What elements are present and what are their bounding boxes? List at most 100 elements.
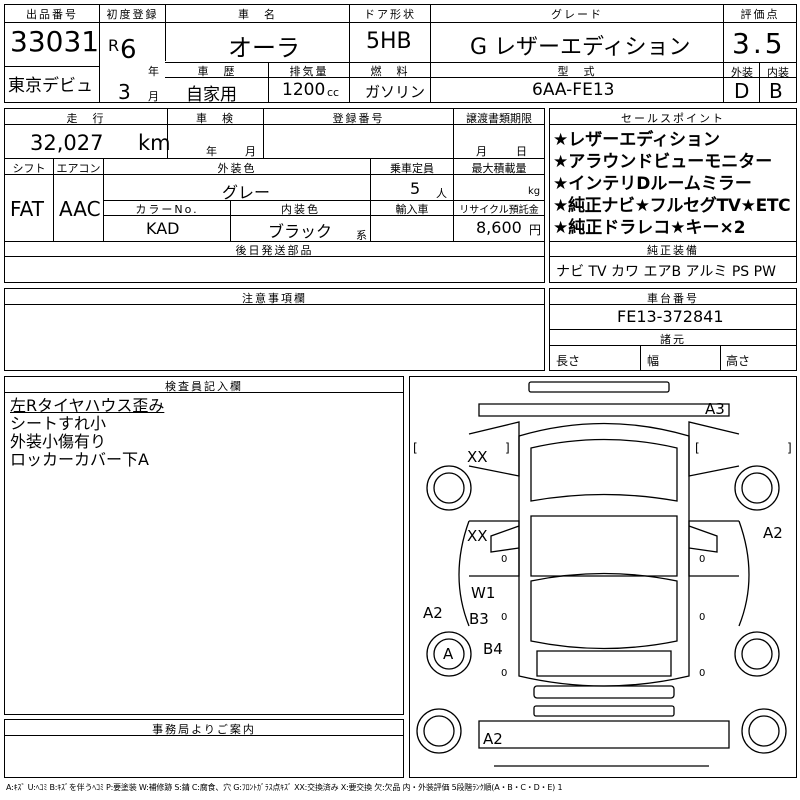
inspector-title: 検査員記入欄 bbox=[165, 380, 243, 393]
damage-mark: B4 bbox=[483, 640, 503, 658]
ext-label: 外装 bbox=[731, 66, 753, 79]
colorno-label: カラーNo. bbox=[135, 203, 199, 216]
lot-label: 出品番号 bbox=[26, 8, 78, 21]
capacity-unit: 人 bbox=[436, 187, 447, 200]
capacity: 5 bbox=[410, 179, 421, 198]
zero-mark: 0 bbox=[699, 612, 705, 623]
recycle-label: リサイクル預託金 bbox=[459, 205, 539, 216]
sales-point: ★純正ナビ★フルセグTV★ETC bbox=[553, 196, 791, 216]
displacement: 1200 bbox=[282, 80, 326, 100]
door-label: ドア形状 bbox=[364, 8, 416, 21]
int-grade: B bbox=[769, 79, 783, 103]
car-diagram: A3 XX XX A2 W1 B3 A2 A B4 A2 0 0 0 0 0 0… bbox=[413, 381, 792, 767]
inspector-remark: シートすれ小 bbox=[10, 414, 107, 433]
shift: FAT bbox=[10, 197, 45, 221]
load-label: 最大積載量 bbox=[471, 162, 527, 175]
fuel-label: 燃 料 bbox=[370, 65, 410, 78]
transfer-month-unit: 月 bbox=[476, 145, 487, 158]
inspector-remark: 左Rタイヤハウス歪み bbox=[10, 396, 165, 415]
car-name: オーラ bbox=[228, 34, 300, 62]
damage-mark: XX bbox=[467, 448, 488, 466]
sales-points-box bbox=[549, 108, 797, 283]
inspector-remark: 外装小傷有り bbox=[10, 432, 107, 451]
inspector-remark: ロッカーカバー下A bbox=[10, 450, 149, 469]
model-code: 6AA-FE13 bbox=[532, 80, 615, 100]
recycle-unit: 円 bbox=[529, 223, 542, 237]
shift-label: シフト bbox=[12, 162, 46, 175]
history-label: 車 歴 bbox=[197, 65, 237, 78]
reg-month: 3 bbox=[118, 80, 131, 104]
model-label: 型 式 bbox=[557, 65, 597, 78]
colorno: KAD bbox=[146, 219, 180, 238]
month-unit: 月 bbox=[148, 90, 159, 103]
recycle-fee: 8,600 bbox=[476, 218, 522, 237]
office-title: 事務局よりご案内 bbox=[152, 723, 256, 736]
notes-title: 注意事項欄 bbox=[242, 292, 307, 305]
era: R bbox=[108, 36, 120, 55]
notes-box bbox=[4, 288, 545, 371]
aircon: AAC bbox=[59, 197, 101, 221]
equipment: ナビ TV カワ エアB アルミ PS PW bbox=[556, 264, 776, 280]
debut-text: 東京デビュ bbox=[8, 76, 93, 96]
ac-label: エアコン bbox=[56, 162, 101, 175]
damage-mark: W1 bbox=[471, 584, 495, 602]
insp-year-unit: 年 bbox=[206, 145, 217, 158]
length-label: 長さ bbox=[556, 354, 581, 368]
score: 3.5 bbox=[732, 27, 786, 60]
bracket-mark: [ bbox=[695, 441, 700, 455]
disp-label: 排気量 bbox=[289, 65, 329, 78]
mileage-unit: km bbox=[138, 131, 171, 155]
mileage-label: 走 行 bbox=[66, 112, 106, 125]
lot-number: 33031 bbox=[10, 25, 100, 58]
chassis-number: FE13-372841 bbox=[617, 307, 724, 326]
load-unit: kg bbox=[528, 186, 541, 197]
car-diagram-box bbox=[409, 376, 797, 778]
history: 自家用 bbox=[186, 85, 237, 105]
disp-unit: cc bbox=[327, 86, 340, 99]
zero-mark: 0 bbox=[699, 554, 705, 565]
bracket-mark: ] bbox=[787, 441, 792, 455]
zero-mark: 0 bbox=[699, 668, 705, 679]
int-label: 内装 bbox=[767, 66, 789, 79]
zero-mark: 0 bbox=[501, 668, 507, 679]
score-label: 評価点 bbox=[740, 8, 780, 21]
insp-month-unit: 月 bbox=[245, 145, 256, 158]
zero-mark: 0 bbox=[501, 554, 507, 565]
fuel: ガソリン bbox=[365, 83, 426, 101]
office-box bbox=[4, 719, 404, 778]
damage-mark: A2 bbox=[483, 730, 503, 748]
grade-label: グレード bbox=[551, 8, 603, 21]
grade: G レザーエディション bbox=[470, 35, 691, 60]
width-label: 幅 bbox=[647, 354, 660, 368]
reg-year: 6 bbox=[120, 35, 137, 65]
sales-point: ★純正ドラレコ★キー×2 bbox=[553, 218, 746, 238]
header-box bbox=[4, 4, 797, 103]
damage-mark: B3 bbox=[469, 610, 489, 628]
height-label: 高さ bbox=[726, 354, 751, 368]
equip-title: 純正装備 bbox=[647, 244, 699, 257]
import-label: 輸入車 bbox=[395, 203, 429, 216]
transfer-label: 譲渡書類期限 bbox=[466, 112, 532, 125]
interior-color: ブラック bbox=[268, 222, 333, 241]
damage-mark: A2 bbox=[763, 524, 783, 542]
sales-title: セールスポイント bbox=[621, 112, 725, 125]
damage-mark: XX bbox=[467, 527, 488, 545]
first-reg-label: 初度登録 bbox=[106, 8, 159, 21]
capacity-label: 乗車定員 bbox=[390, 162, 434, 175]
sales-point: ★アラウンドビューモニター bbox=[553, 152, 773, 172]
reg-number-label: 登録番号 bbox=[332, 112, 385, 125]
later-parts-label: 後日発送部品 bbox=[235, 244, 314, 257]
chassis-title: 車台番号 bbox=[647, 292, 699, 305]
ext-grade: D bbox=[734, 79, 750, 103]
transfer-day-unit: 日 bbox=[516, 145, 527, 158]
year-unit: 年 bbox=[148, 65, 159, 78]
mileage: 32,027 bbox=[30, 131, 104, 155]
sales-point: ★レザーエディション bbox=[553, 130, 721, 150]
ext-color: グレー bbox=[222, 183, 271, 202]
interior-label: 内装色 bbox=[281, 203, 320, 216]
spec-title: 諸元 bbox=[660, 333, 686, 346]
damage-mark: A3 bbox=[705, 400, 725, 418]
sales-point: ★インテリDルームミラー bbox=[553, 174, 752, 194]
legend: A:ｷｽﾞ U:ﾍｺﾐ B:ｷｽﾞを伴うﾍｺﾐ P:要塗装 W:補修跡 S:錆 … bbox=[6, 783, 563, 792]
bracket-mark: [ bbox=[413, 441, 418, 455]
